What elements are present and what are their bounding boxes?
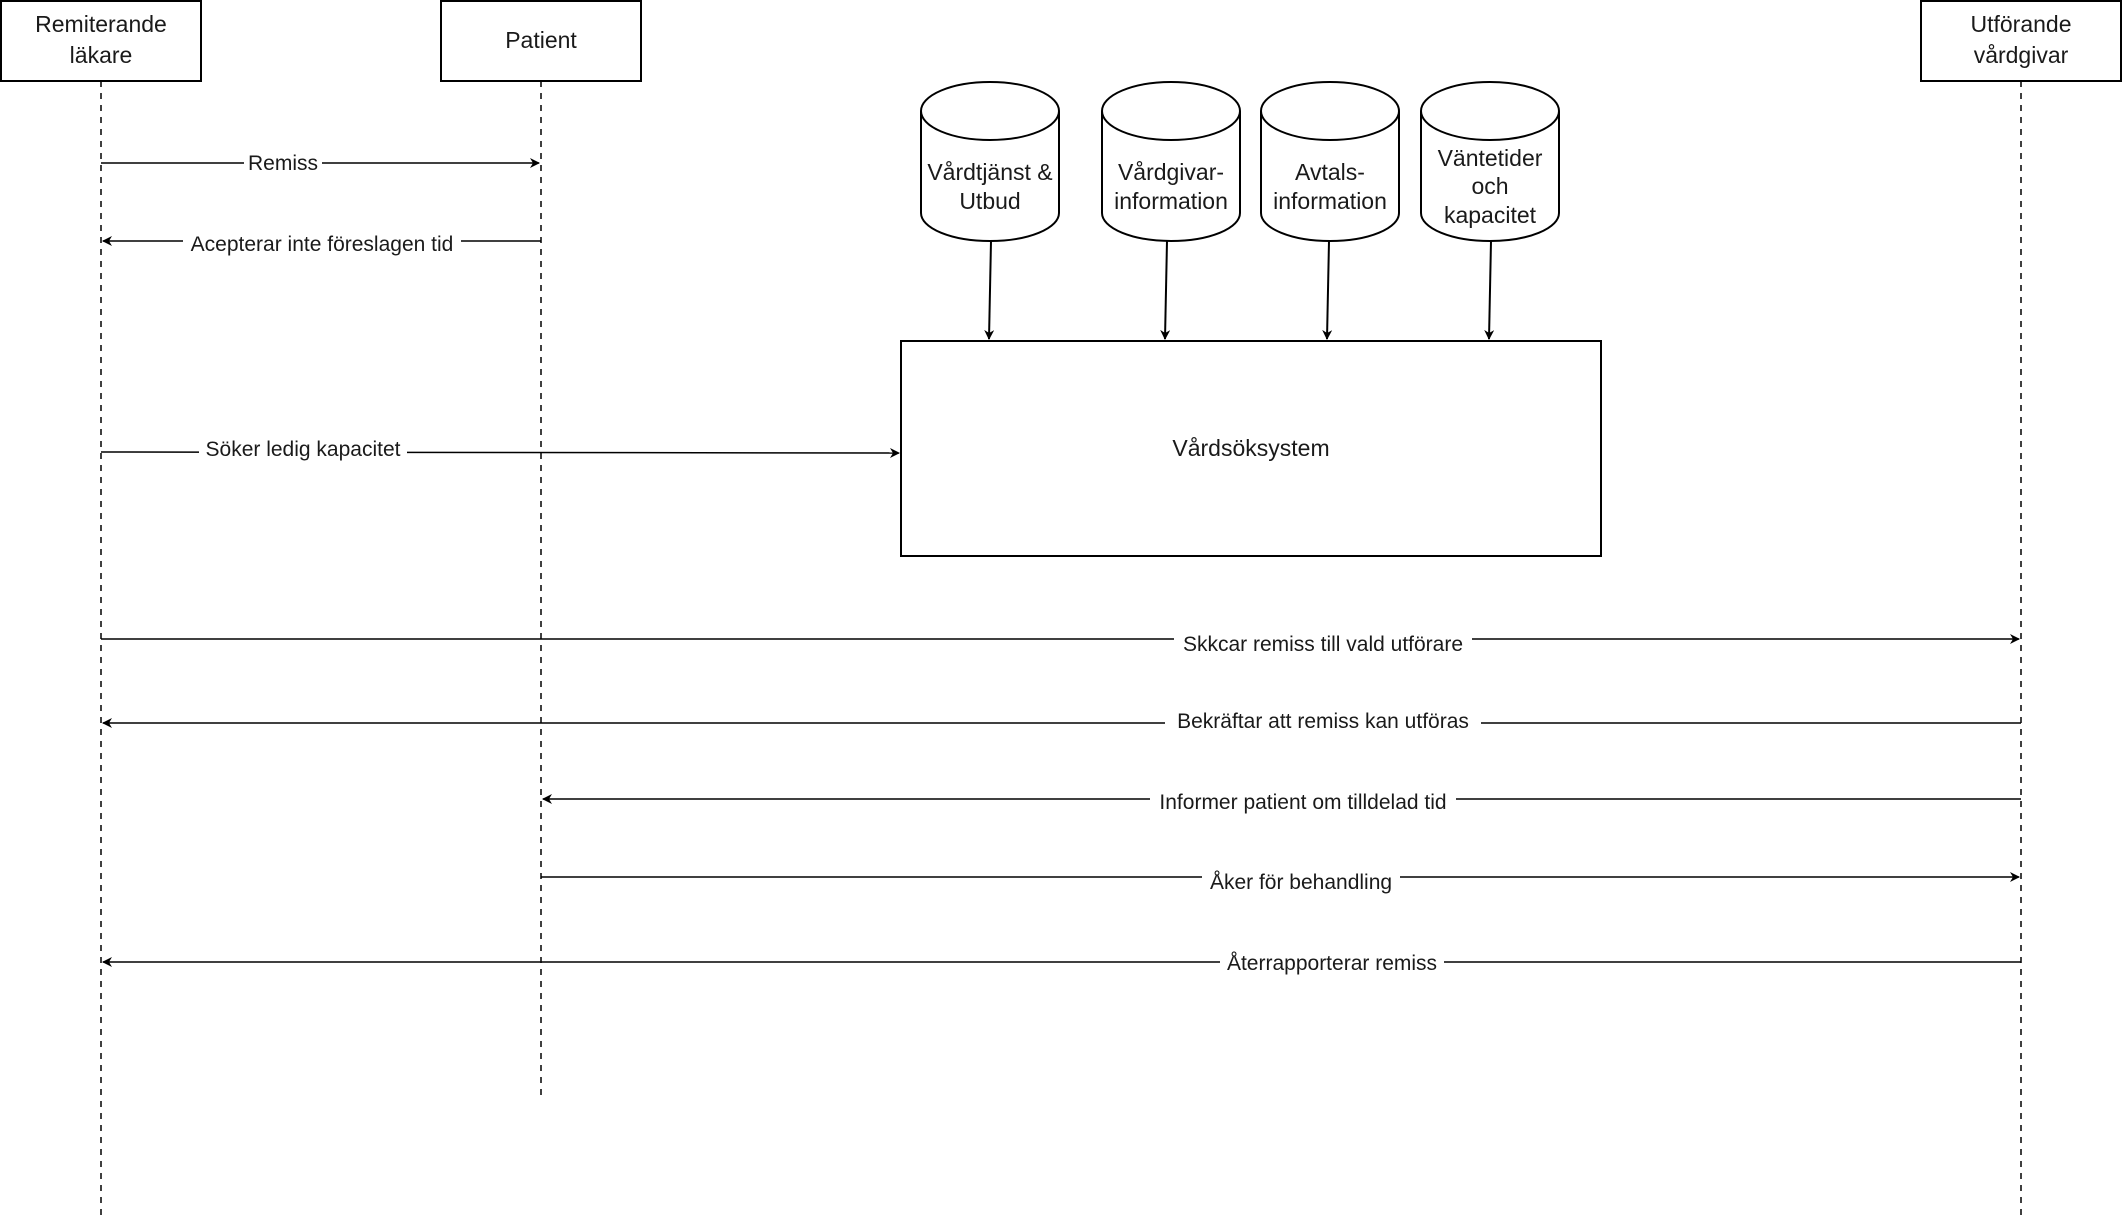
lifeline-box[interactable] (0, 0, 202, 82)
system-label: Vårdsöksystem (1172, 435, 1329, 461)
message-aterrapporterar[interactable]: Återrapporterar remiss (102, 950, 2021, 976)
message-label: Bekräftar att remiss kan utföras (1177, 710, 1469, 733)
database-vantetider[interactable]: Väntetider och kapacitet (1420, 81, 1560, 242)
db-arrow-vantetider (1484, 240, 1495, 340)
message-label-bg (1165, 710, 1481, 736)
message-label: Återrapporterar remiss (1227, 952, 1437, 975)
database-label: kapacitet (1444, 202, 1537, 228)
database-label: Väntetider (1438, 145, 1543, 171)
database-top (1420, 81, 1560, 141)
db-arrow-vardtjanst (984, 240, 995, 340)
lifeline-patient[interactable]: Patient (440, 0, 642, 1095)
message-label-bg (244, 149, 322, 175)
message-label-bg (1202, 868, 1400, 894)
db-arrow-vardgivar (1160, 240, 1171, 340)
database-vardgivar[interactable]: Vårdgivar- information (1101, 81, 1241, 242)
message-label: Remiss (248, 152, 318, 175)
database-top (1101, 81, 1241, 141)
lifeline-label: läkare (70, 42, 133, 68)
message-label-bg (1220, 950, 1444, 976)
message-skickar[interactable]: Skkcar remiss till vald utförare (101, 631, 2020, 657)
database-label: och (1471, 173, 1508, 199)
message-bekraftar[interactable]: Bekräftar att remiss kan utföras (102, 710, 2021, 736)
system-vardsoksystem[interactable]: Vårdsöksystem (900, 340, 1602, 557)
db-arrow-avtals (1322, 240, 1333, 340)
message-label-bg (1174, 631, 1472, 657)
database-vardtjanst[interactable]: Vårdtjänst & Utbud (920, 81, 1060, 242)
message-label-bg (199, 435, 407, 461)
system-box[interactable] (900, 340, 1602, 557)
message-label: Skkcar remiss till vald utförare (1183, 633, 1463, 656)
message-label: Acepterar inte föreslagen tid (191, 233, 454, 256)
database-label: Avtals- (1295, 159, 1365, 185)
database-body (1101, 111, 1241, 242)
database-label: Vårdgivar- (1118, 159, 1224, 185)
lifeline-box[interactable] (440, 0, 642, 82)
message-remiss[interactable]: Remiss (101, 149, 540, 175)
lifeline-label: vårdgivar (1974, 42, 2069, 68)
database-label: information (1114, 188, 1228, 214)
message-acepterar[interactable]: Acepterar inte föreslagen tid (102, 230, 541, 256)
message-label-bg (1150, 789, 1456, 815)
message-label: Söker ledig kapacitet (206, 438, 401, 461)
lifeline-remitterande[interactable]: Remiterande läkare (0, 0, 202, 1215)
database-top (920, 81, 1060, 141)
message-aker[interactable]: Åker för behandling (541, 868, 2020, 894)
database-label: Utbud (959, 188, 1020, 214)
lifeline-label: Utförande (1970, 11, 2071, 37)
lifeline-label: Remiterande (35, 11, 167, 37)
lifeline-label: Patient (505, 27, 577, 53)
message-soker[interactable]: Söker ledig kapacitet (100, 435, 900, 461)
lifeline-box[interactable] (1920, 0, 2122, 82)
lifeline-utforande[interactable]: Utförande vårdgivar (1920, 0, 2122, 1215)
message-informer[interactable]: Informer patient om tilldelad tid (542, 789, 2021, 815)
message-label-bg (183, 230, 461, 256)
database-label: information (1273, 188, 1387, 214)
database-label: Vårdtjänst & (927, 159, 1052, 185)
database-body (1260, 111, 1400, 242)
message-label: Åker för behandling (1210, 871, 1392, 894)
message-label: Informer patient om tilldelad tid (1159, 791, 1446, 814)
database-top (1260, 81, 1400, 141)
database-avtals[interactable]: Avtals- information (1260, 81, 1400, 242)
